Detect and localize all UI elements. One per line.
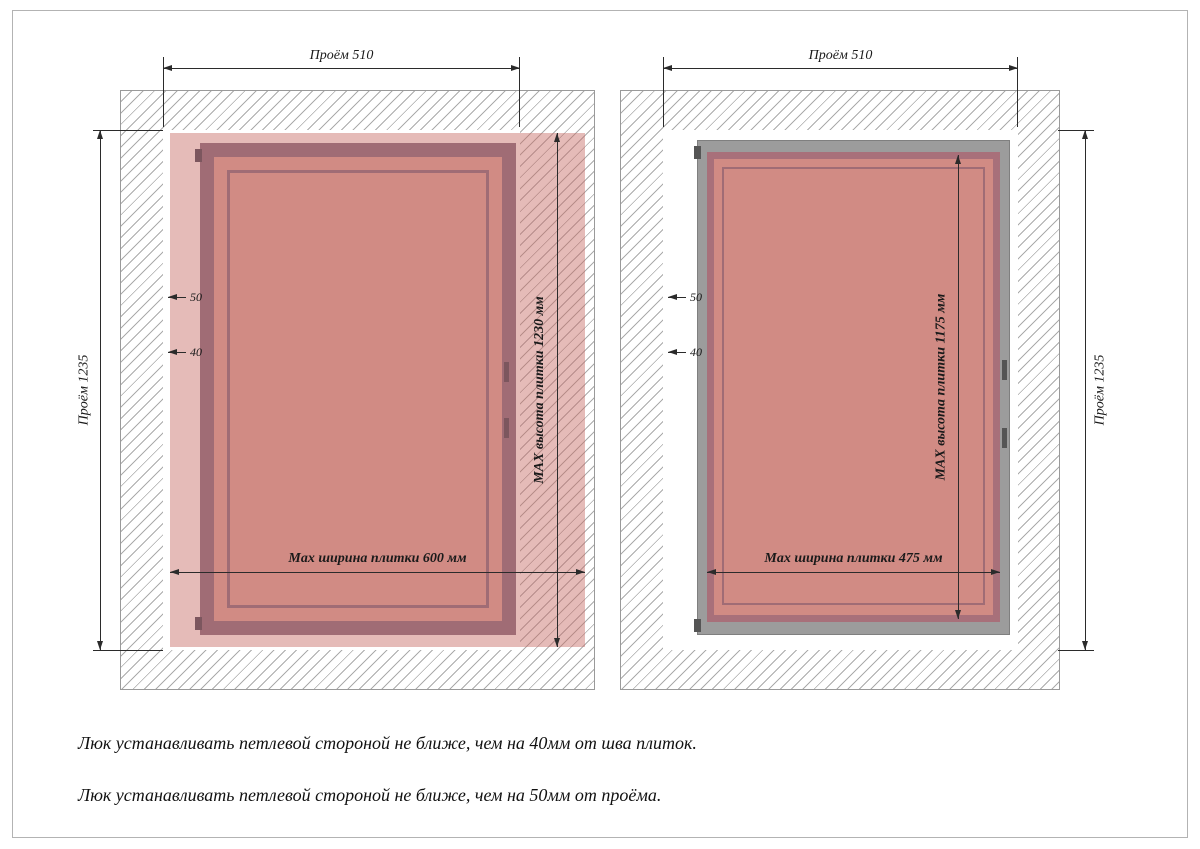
handle-mark-lower xyxy=(1002,428,1007,448)
dim-offset-40 xyxy=(668,349,686,355)
handle-mark-upper xyxy=(504,362,509,382)
note-line-2: Люк устанавливать петлевой стороной не б… xyxy=(78,785,662,805)
sheet-border xyxy=(12,10,1188,838)
dim-offset-50 xyxy=(168,294,186,300)
note-line-1: Люк устанавливать петлевой стороной не б… xyxy=(78,733,697,753)
extension-line xyxy=(163,57,164,127)
dim-offset-50 xyxy=(668,294,686,300)
dim-tile-width xyxy=(707,569,1000,575)
dim-tile-height xyxy=(955,155,961,619)
dim-opening-height xyxy=(97,130,103,650)
extension-line xyxy=(1017,57,1018,127)
label-opening-width: Проём 510 xyxy=(309,48,374,63)
dim-opening-height xyxy=(1082,130,1088,650)
door-inner-frame-line xyxy=(722,167,985,605)
label-offset-40: 40 xyxy=(190,345,202,359)
label-opening-height: Проём 1235 xyxy=(1092,354,1108,426)
tile-field xyxy=(707,152,1000,622)
extension-line xyxy=(93,130,163,131)
extension-line xyxy=(519,57,520,127)
hinge-mark-bottom xyxy=(694,619,701,632)
label-tile-width: Max ширина плитки 475 мм xyxy=(764,551,943,566)
hinge-mark-top xyxy=(195,149,202,162)
extension-line xyxy=(663,57,664,127)
handle-mark-upper xyxy=(1002,360,1007,380)
label-opening-height: Проём 1235 xyxy=(76,354,92,426)
extension-line xyxy=(1058,650,1094,651)
label-offset-50: 50 xyxy=(690,290,702,304)
extension-line xyxy=(1058,130,1094,131)
handle-mark-lower xyxy=(504,418,509,438)
label-tile-height: MAX высота плитки 1230 мм xyxy=(532,296,547,484)
label-offset-50: 50 xyxy=(190,290,202,304)
door-inner-frame-line xyxy=(227,170,489,608)
hatch-door-frame xyxy=(200,143,516,635)
dim-opening-width xyxy=(663,65,1018,71)
label-tile-width: Max ширина плитки 600 мм xyxy=(288,551,467,566)
hinge-mark-bottom xyxy=(195,617,202,630)
hinge-mark-top xyxy=(694,146,701,159)
label-offset-40: 40 xyxy=(690,345,702,359)
dim-tile-width xyxy=(170,569,585,575)
dim-tile-height xyxy=(554,133,560,647)
dim-offset-40 xyxy=(168,349,186,355)
label-opening-width: Проём 510 xyxy=(808,48,873,63)
dim-opening-width xyxy=(163,65,520,71)
label-tile-height: MAX высота плитки 1175 мм xyxy=(933,293,949,481)
extension-line xyxy=(93,650,163,651)
